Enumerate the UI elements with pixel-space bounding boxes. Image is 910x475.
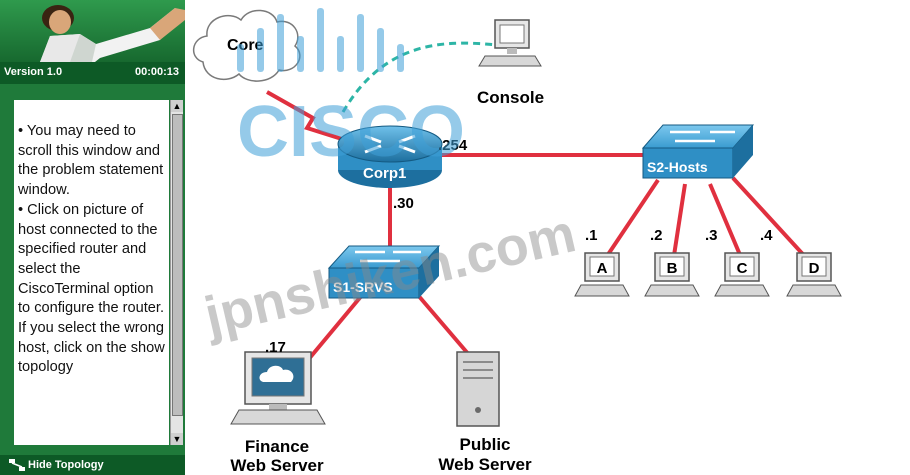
host-c-label: C bbox=[737, 260, 748, 277]
link-s2-hostB bbox=[671, 183, 687, 263]
host-d-label: D bbox=[809, 260, 820, 277]
host-pc-c[interactable]: C bbox=[714, 252, 770, 297]
host-d-ip: .4 bbox=[760, 227, 773, 244]
hide-topology-button[interactable]: Hide Topology bbox=[28, 459, 104, 471]
host-b-label: B bbox=[667, 260, 678, 277]
link-core-corp1 bbox=[266, 90, 346, 142]
host-pc-b[interactable]: B bbox=[644, 252, 700, 297]
host-a-label: A bbox=[597, 260, 608, 277]
network-topology-diagram: Core Console Corp1 .254 .30 S2-Hosts S1-… bbox=[193, 8, 842, 475]
finance-ip: .17 bbox=[265, 339, 286, 356]
link-s1-public bbox=[415, 292, 472, 358]
switch-s2-hosts-label: S2-Hosts bbox=[647, 159, 708, 175]
version-label: Version 1.0 bbox=[4, 66, 63, 78]
console-label: Console bbox=[477, 88, 544, 107]
link-console-corp1 bbox=[341, 41, 498, 113]
elapsed-timer: 00:00:13 bbox=[134, 66, 179, 78]
version-bar: Version 1.0 00:00:13 bbox=[0, 62, 185, 84]
host-c-ip: .3 bbox=[705, 227, 718, 244]
finance-web-server-icon[interactable] bbox=[230, 351, 326, 425]
public-label-line1: Public bbox=[459, 435, 510, 454]
topology-icon bbox=[9, 459, 25, 471]
instructions-scrollbar[interactable]: ▲ ▼ bbox=[170, 100, 183, 445]
bottom-toolbar: Hide Topology bbox=[0, 455, 185, 475]
network-links bbox=[266, 41, 812, 368]
finance-label-line2: Web Server bbox=[230, 456, 324, 475]
finance-label-line1: Finance bbox=[245, 437, 309, 456]
console-pc-icon[interactable] bbox=[478, 19, 542, 67]
link-s2-hostC bbox=[708, 183, 745, 263]
host-pc-d[interactable]: D bbox=[786, 252, 842, 297]
switch-s1-srvs-icon[interactable] bbox=[327, 245, 441, 299]
scroll-thumb[interactable] bbox=[172, 114, 183, 416]
core-label: Core bbox=[227, 37, 264, 54]
link-s2-hostA bbox=[601, 178, 660, 264]
link-s2-hostD bbox=[731, 176, 812, 264]
activity-sidebar: Version 1.0 00:00:13 • You may need to s… bbox=[0, 0, 185, 475]
host-pc-a[interactable]: A bbox=[574, 252, 630, 297]
host-b-ip: .2 bbox=[650, 227, 663, 244]
router-corp1-icon[interactable] bbox=[337, 125, 443, 188]
core-cloud-icon bbox=[193, 9, 301, 82]
router-ip-down: .30 bbox=[393, 195, 414, 212]
instructions-text: • You may need to scroll this window and… bbox=[18, 123, 165, 376]
router-corp1-label: Corp1 bbox=[363, 165, 406, 182]
switch-s1-srvs-label: S1-SRVS bbox=[333, 279, 393, 295]
public-label-line2: Web Server bbox=[438, 455, 532, 474]
host-a-ip: .1 bbox=[585, 227, 598, 244]
link-s1-finance bbox=[301, 292, 365, 368]
public-web-server-icon[interactable] bbox=[456, 351, 500, 427]
switch-s2-hosts-icon[interactable] bbox=[641, 124, 755, 179]
activity-banner-illustration bbox=[0, 0, 185, 62]
scroll-down-arrow-icon[interactable]: ▼ bbox=[171, 433, 183, 445]
router-ip-right: .254 bbox=[438, 137, 468, 154]
scroll-up-arrow-icon[interactable]: ▲ bbox=[171, 100, 183, 112]
instructions-pane[interactable]: • You may need to scroll this window and… bbox=[14, 100, 169, 445]
